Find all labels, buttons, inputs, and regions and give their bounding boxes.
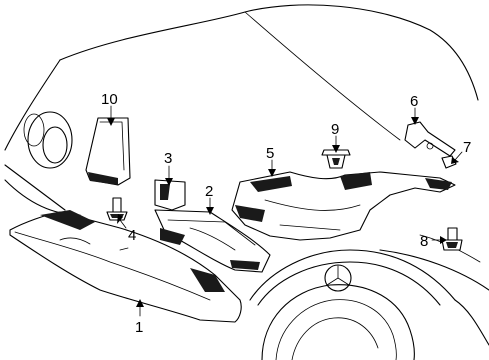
callout-3: 3 [164, 150, 172, 167]
callout-1: 1 [135, 319, 143, 336]
emblem [324, 264, 352, 292]
part-3-bracket [154, 179, 186, 211]
callout-6: 6 [410, 93, 418, 110]
callout-7: 7 [463, 139, 471, 156]
headlight [23, 111, 73, 169]
leader-lines [107, 105, 463, 317]
callout-10: 10 [101, 91, 118, 108]
front-wheel [261, 284, 415, 360]
part-10-duct [85, 117, 131, 186]
callout-8: 8 [420, 233, 428, 250]
part-4-bolt [106, 197, 128, 221]
callout-2: 2 [205, 183, 213, 200]
part-6-arm-bracket [404, 121, 456, 157]
part-1-lower-shield [9, 210, 242, 323]
callout-4: 4 [128, 227, 136, 244]
callout-labels: 10 3 4 2 5 9 6 7 8 1 [101, 91, 471, 336]
part-8-bolt [441, 227, 463, 251]
part-2-center-plate [154, 209, 271, 273]
callout-5: 5 [266, 145, 274, 162]
hood-outline [59, 4, 479, 101]
vehicle-outline [4, 4, 489, 360]
callout-9: 9 [331, 121, 339, 138]
part-5-rear-panel [231, 171, 456, 241]
